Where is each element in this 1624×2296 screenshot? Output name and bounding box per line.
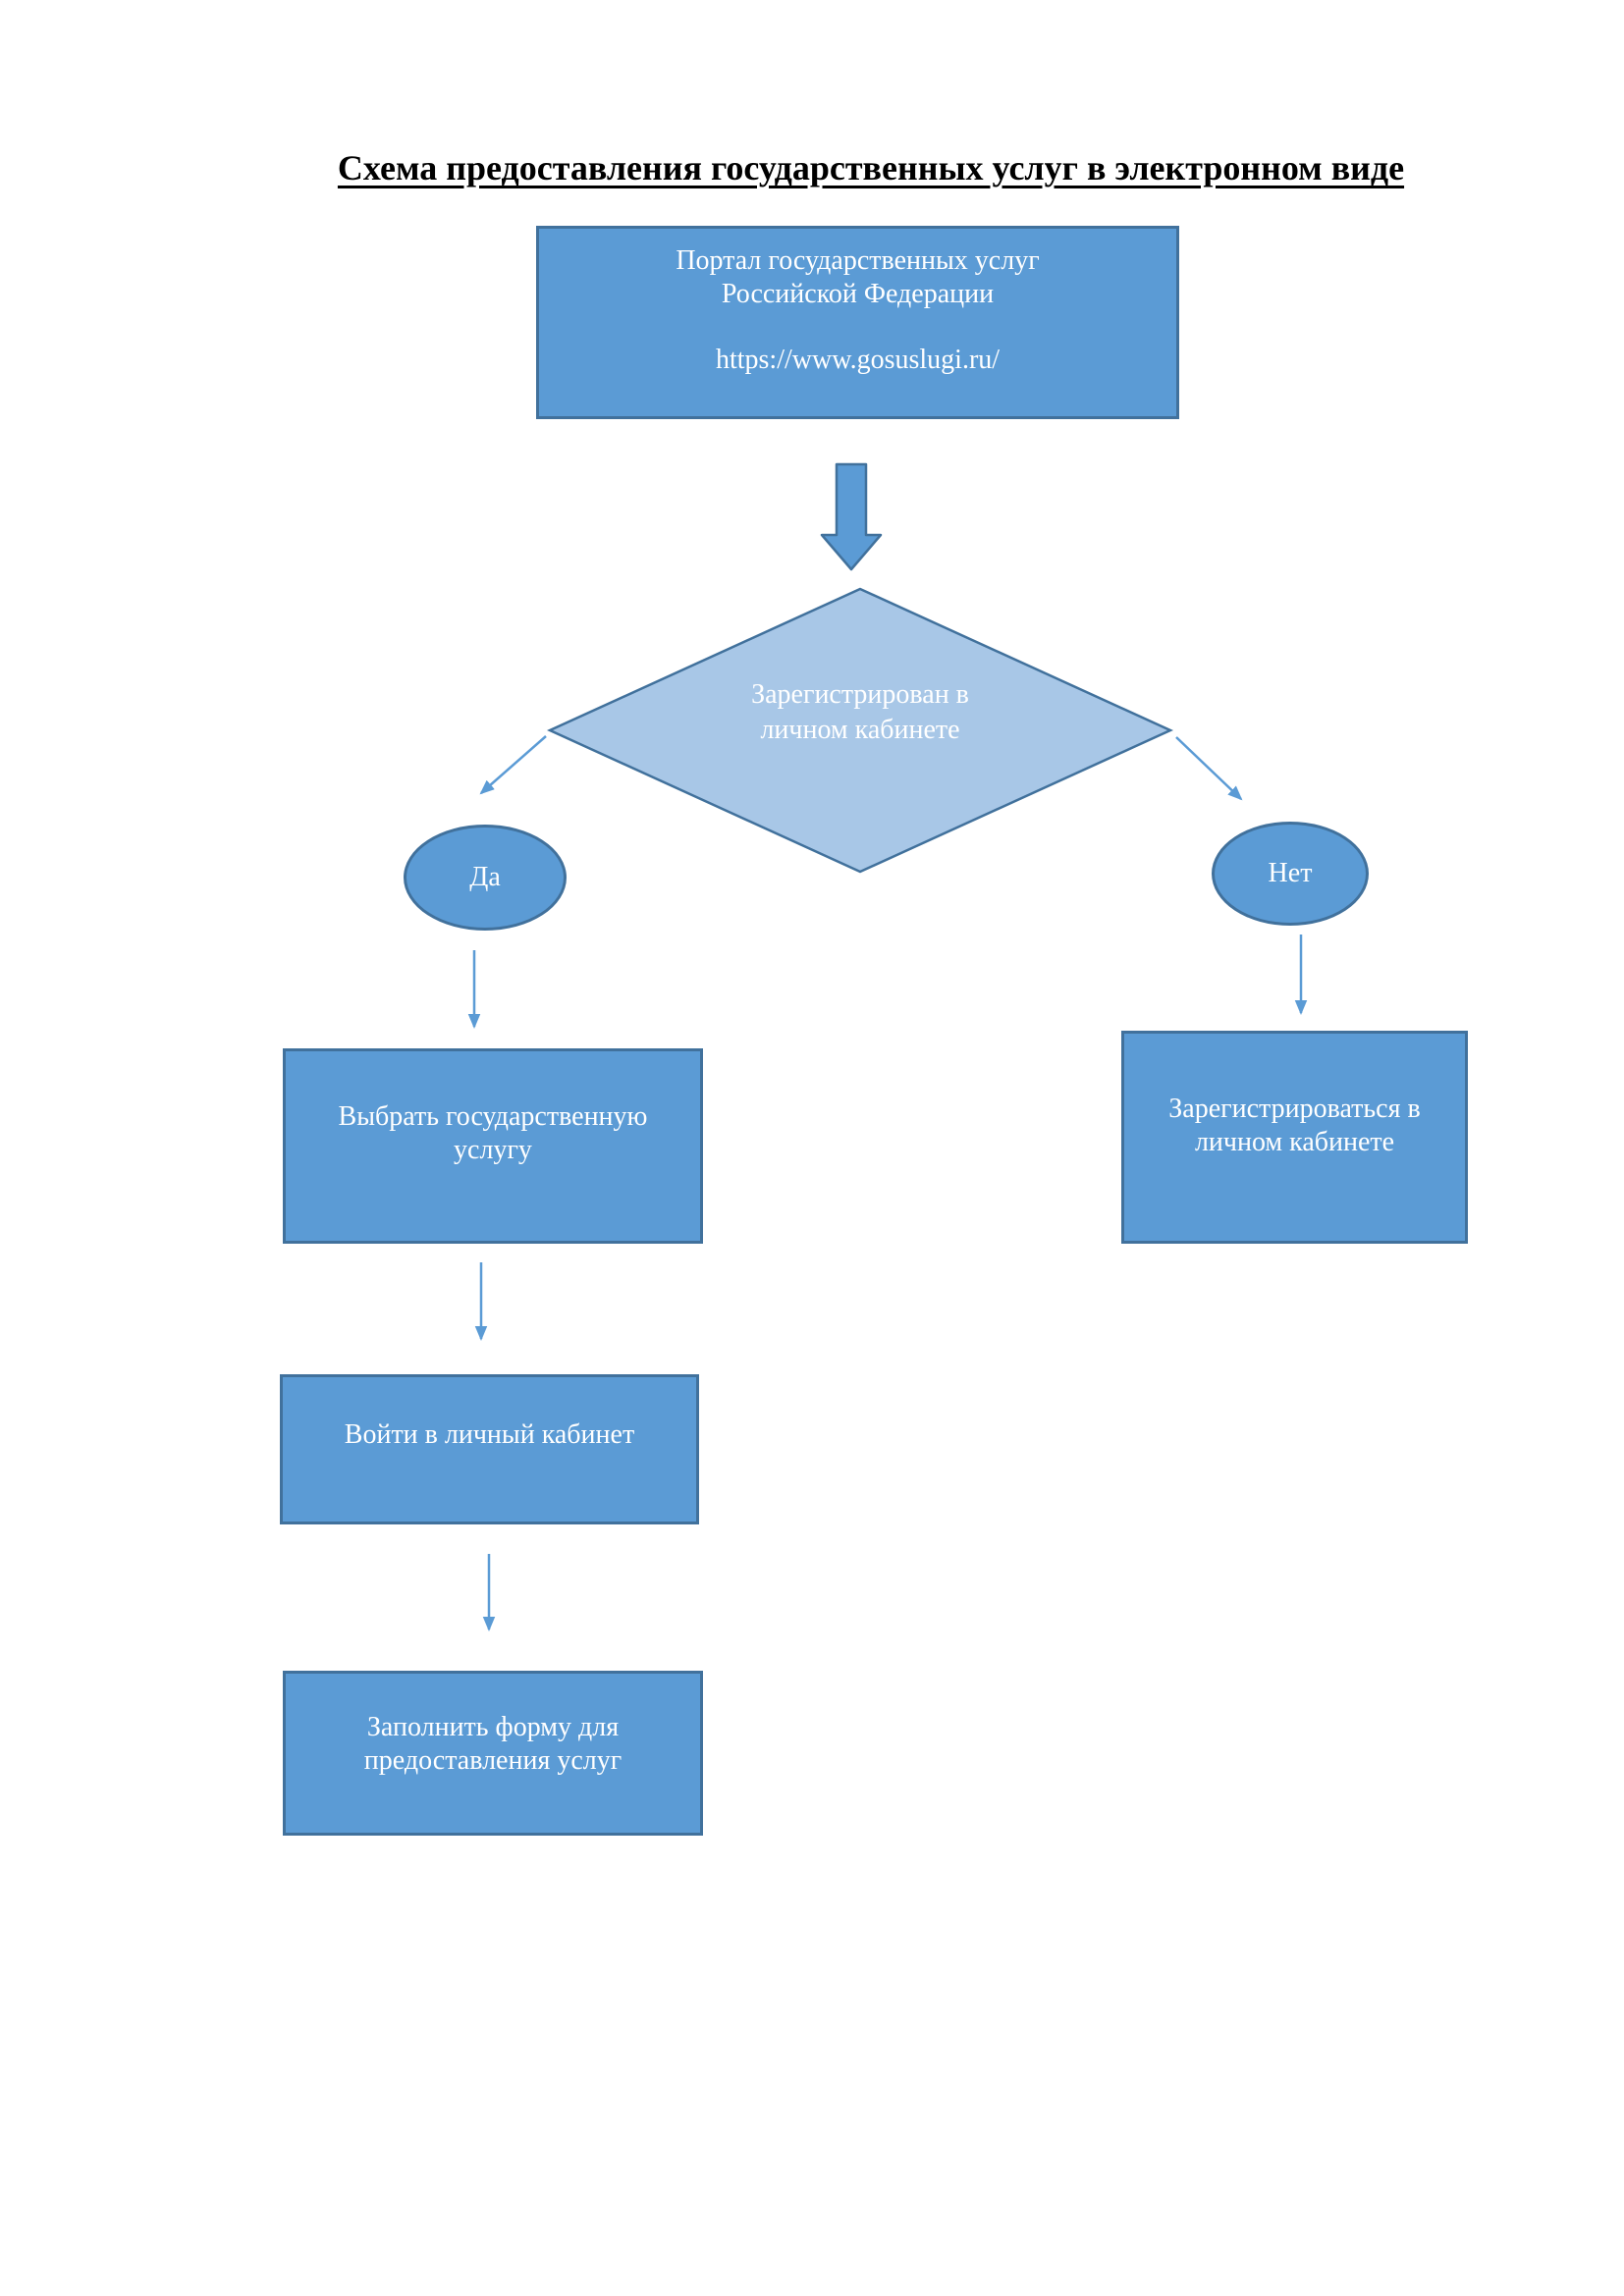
connector-decision-to-yes [479,735,547,795]
login-label: Войти в личный кабинет [344,1419,635,1450]
portal-url-label: https://www.gosuslugi.ru/ [715,345,1001,376]
connector-decision-to-no [1175,736,1243,801]
node-portal: Портал государственных услуг Российской … [536,226,1179,419]
node-no: Нет [1212,822,1369,926]
node-decision-label: Зарегистрирован в личном кабинете [751,679,969,746]
no-label: Нет [1268,858,1313,888]
node-login: Войти в личный кабинет [280,1374,699,1524]
node-fill-form: Заполнить форму для предоставления услуг [283,1671,703,1836]
choose-service-label: Выбрать государственную услугу [338,1101,648,1165]
register-label: Зарегистрироваться в личном кабинете [1168,1094,1421,1157]
page-title: Схема предоставления государственных усл… [337,148,1405,187]
node-yes: Да [404,825,567,931]
node-choose-service: Выбрать государственную услугу [283,1048,703,1244]
yes-label: Да [469,862,501,892]
block-arrow-portal-to-decision [820,462,883,571]
node-register: Зарегистрироваться в личном кабинете [1121,1031,1468,1244]
fill-form-label: Заполнить форму для предоставления услуг [363,1712,623,1776]
decision-diamond-shape [546,587,1174,874]
portal-name-label: Портал государственных услуг Российской … [676,245,1040,309]
